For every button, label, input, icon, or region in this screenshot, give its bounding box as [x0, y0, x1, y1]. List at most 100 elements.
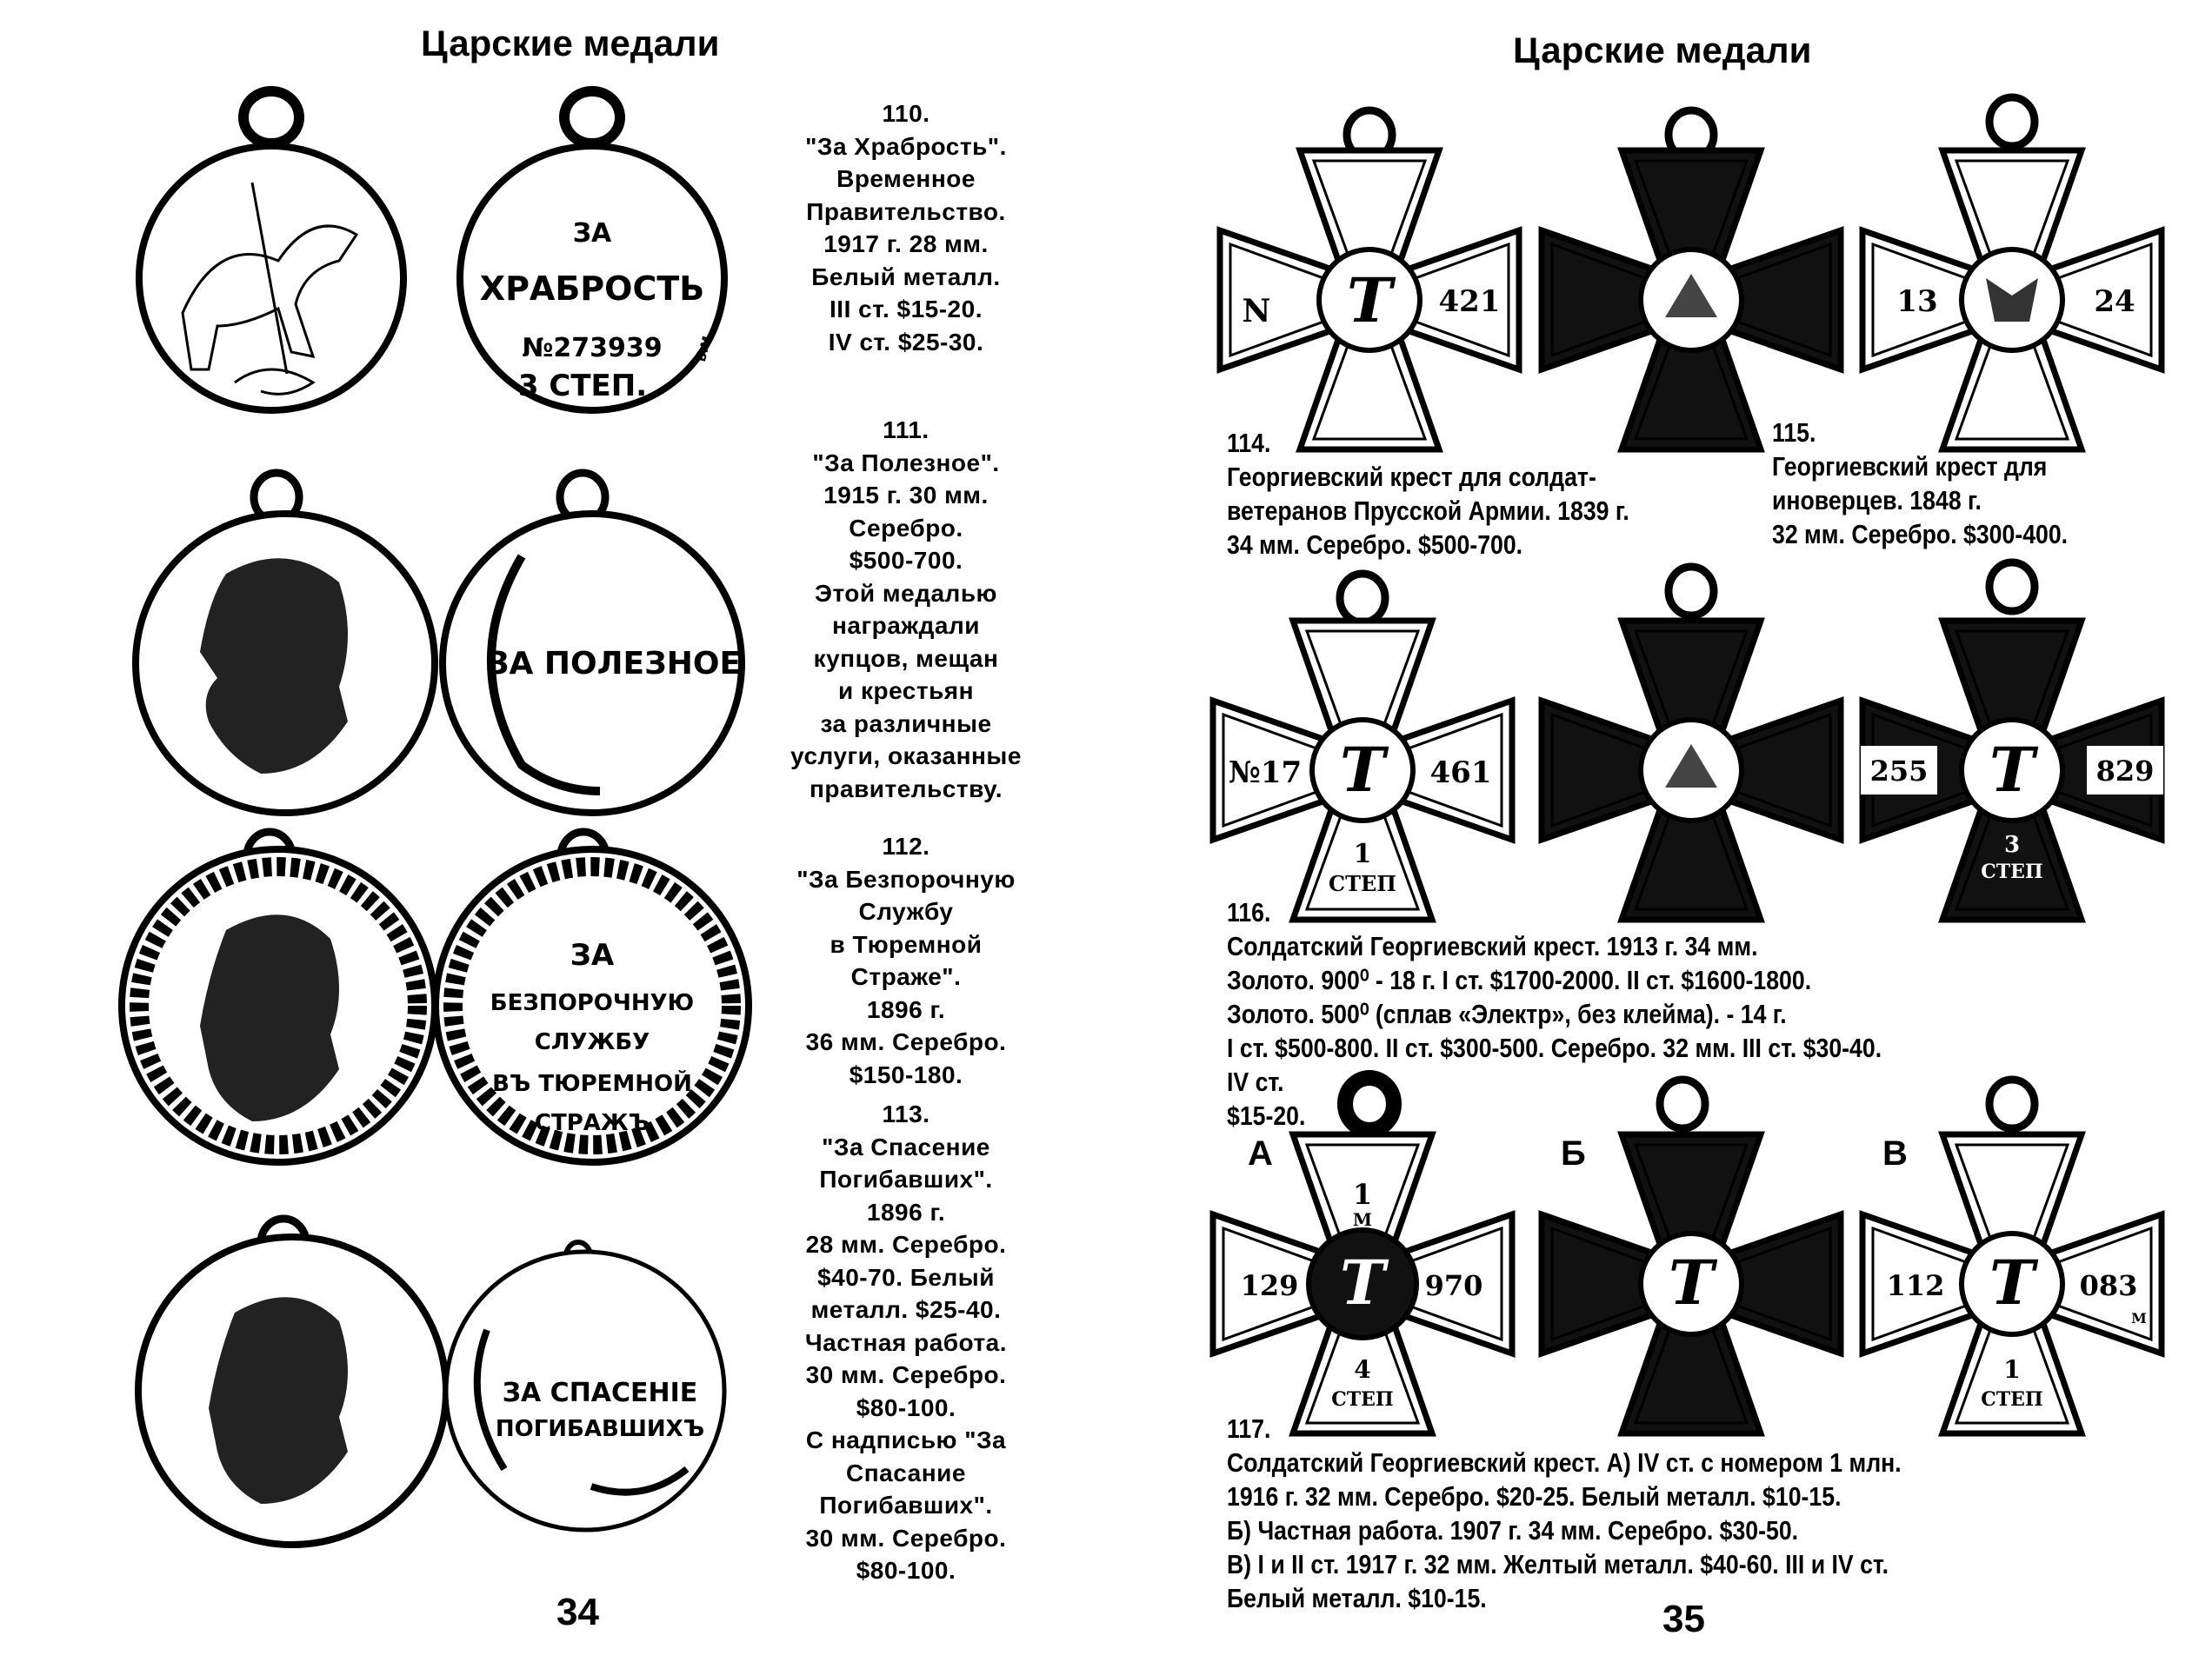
- cross-mark: 255: [1870, 755, 1929, 788]
- inscription: СТРАЖЪ: [535, 1110, 650, 1136]
- caption-line: Службу: [858, 898, 954, 925]
- st-george-icon: [1665, 274, 1717, 317]
- caption-line: "За Храбрость".: [805, 132, 1007, 160]
- cross-115: 13 24: [1862, 97, 2162, 449]
- cross-114: Т N 421: [1220, 110, 1519, 449]
- laurel-branch-icon: [487, 554, 601, 795]
- caption-line: Погибавших".: [819, 1166, 993, 1193]
- caption-line: Погибавших".: [819, 1492, 993, 1519]
- cross-mark: СТЕП: [1981, 861, 2042, 883]
- cross-mark: М: [1353, 1209, 1372, 1230]
- caption-line: Правительство.: [806, 197, 1006, 225]
- inscription: 3 СТЕП.: [518, 369, 647, 403]
- portrait-icon: [200, 558, 348, 774]
- right-page-header: Царские медали: [1513, 30, 1812, 70]
- cross-117-c: Т 112 083 1 СТЕП М: [1862, 1080, 2162, 1433]
- cross-mark: 829: [2096, 755, 2155, 788]
- caption-line: "За Безпорочную: [796, 865, 1016, 893]
- caption-line: за различные: [820, 709, 992, 737]
- caption-line: "За Спасение: [822, 1133, 990, 1160]
- cross-mark: 461: [1430, 755, 1492, 790]
- cross-mark: 970: [1425, 1269, 1483, 1302]
- caption-line: Георгиевский крест для: [1772, 451, 2048, 482]
- inscription: ХРАБРОСТЬ: [480, 269, 704, 308]
- cross-mark: №17: [1229, 755, 1302, 790]
- caption-line: Солдатский Георгиевский крест. 1913 г. 3…: [1227, 931, 1758, 961]
- caption-line: Георгиевский крест для солдат-: [1227, 462, 1596, 492]
- medal-112-obverse: [118, 832, 438, 1166]
- item-number: 113.: [882, 1100, 930, 1127]
- caption-line: 1917 г. 28 мм.: [823, 230, 989, 257]
- caption-line: $150-180.: [849, 1061, 963, 1088]
- portrait-icon: [200, 914, 339, 1121]
- monogram-icon: Т: [1340, 1247, 1389, 1319]
- portrait-icon: [209, 1297, 348, 1504]
- cross-116-third-class: Т 255 829 3 СТЕП: [1861, 562, 2163, 920]
- caption-line: награждали: [831, 612, 981, 639]
- cross-117-b: Т: [1542, 1080, 1841, 1433]
- st-george-icon: [181, 224, 359, 371]
- cross-mark: СТЕП: [1981, 1388, 2042, 1411]
- item-number: 111.: [883, 416, 929, 443]
- inscription: №273939: [522, 333, 662, 363]
- cross-mark: N: [1243, 293, 1271, 329]
- cross-mark: 1: [1354, 839, 1372, 869]
- caption-line: правительству.: [810, 775, 1003, 802]
- caption-114: 114.Георгиевский крест для солдат-ветера…: [1227, 426, 1629, 562]
- caption-line: и крестьян: [837, 677, 975, 704]
- caption-line: С надписью "За: [805, 1426, 1007, 1453]
- caption-line: 1896 г.: [866, 995, 946, 1023]
- caption-111: 111."За Полезное".1915 г. 30 мм.Серебро.…: [763, 414, 1049, 805]
- inscription: БЕЗПОРОЧНУЮ: [490, 990, 694, 1016]
- cross-116-reverse: [1542, 567, 1841, 920]
- caption-line: "За Полезное".: [812, 449, 1000, 476]
- caption-line: $80-100.: [856, 1393, 956, 1421]
- medal-113-reverse: ЗА СПАСЕНIЕ ПОГИБАВШИХЪ: [443, 1240, 727, 1533]
- inscription: СЛУЖБУ: [535, 1029, 650, 1055]
- left-page-header: Царские медали: [421, 23, 720, 63]
- caption-line: 28 мм. Серебро.: [805, 1231, 1007, 1258]
- caption-line: 30 мм. Серебро.: [805, 1361, 1007, 1388]
- cross-mark: 112: [1887, 1269, 1945, 1302]
- caption-line: услуги, оказанные: [790, 742, 1022, 769]
- caption-line: Б) Частная работа. 1907 г. 34 мм. Серебр…: [1227, 1515, 1799, 1546]
- laurel-branch-icon: [473, 1328, 690, 1496]
- cross-mark: 24: [2094, 284, 2135, 319]
- caption-line: Частная работа.: [804, 1328, 1008, 1356]
- caption-line: Золото. 500⁰ (сплав «Электр», без клейма…: [1227, 999, 1787, 1029]
- cross-mark: СТЕП: [1331, 1388, 1393, 1411]
- variant-label-b: Б: [1561, 1134, 1586, 1173]
- monogram-icon: Т: [1347, 264, 1396, 336]
- caption-line: 34 мм. Серебро. $500-700.: [1227, 529, 1523, 560]
- inscription: ВЪ ТЮРЕМНОЙ: [492, 1069, 692, 1097]
- item-number: 116.: [1227, 897, 1271, 928]
- medal-113-obverse: [135, 1219, 450, 1548]
- caption-116: 116.Солдатский Георгиевский крест. 1913 …: [1227, 895, 1882, 1133]
- item-number: 115.: [1772, 417, 1816, 448]
- caption-line: в Тюремной: [830, 930, 983, 958]
- caption-line: IV ст. $25-30.: [828, 328, 984, 356]
- cross-mark: СТЕП: [1329, 871, 1396, 896]
- monogram-icon: Т: [1989, 734, 2039, 806]
- caption-line: IV ст.: [1227, 1067, 1284, 1097]
- caption-line: Белый металл. $10-15.: [1227, 1583, 1487, 1613]
- medal-110-obverse: [136, 86, 407, 414]
- inscription: ЗА ПОЛЕЗНОЕ: [487, 646, 741, 682]
- caption-line: 32 мм. Серебро. $300-400.: [1772, 519, 2069, 549]
- caption-line: $40-70. Белый: [817, 1263, 995, 1291]
- cross-mark: 4: [1354, 1355, 1370, 1384]
- cross-114-reverse: [1542, 110, 1841, 449]
- caption-line: III ст. $15-20.: [830, 296, 983, 322]
- caption-line: 36 мм. Серебро.: [805, 1028, 1007, 1055]
- item-number: 114.: [1227, 428, 1271, 458]
- caption-line: Золото. 900⁰ - 18 г. I ст. $1700-2000. I…: [1227, 965, 1812, 995]
- medal-111-reverse: ЗА ПОЛЕЗНОЕ: [439, 473, 745, 816]
- caption-line: металл. $25-40.: [810, 1296, 1002, 1323]
- medal-110-reverse: ЗА ХРАБРОСТЬ №273939 3 СТЕП. Б.М.: [456, 86, 728, 414]
- cross-mark: 13: [1896, 284, 1937, 319]
- medal-111-obverse: [132, 473, 438, 816]
